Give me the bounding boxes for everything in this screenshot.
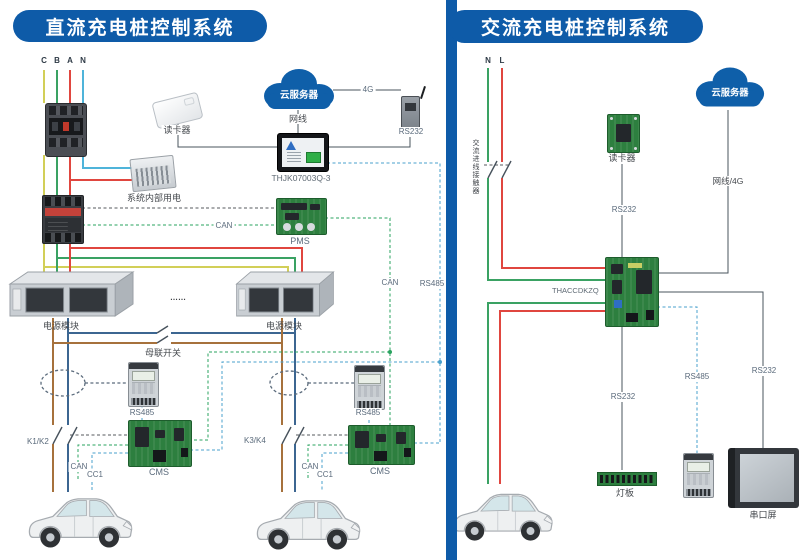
netline-label: 网线 — [286, 114, 310, 124]
energy-meter-3 — [683, 453, 714, 498]
logo-triangle-icon — [286, 141, 296, 150]
cms-label-1: CMS — [149, 467, 169, 477]
rs485-label-meter2: RS485 — [353, 408, 383, 418]
cms-board-2 — [348, 425, 415, 465]
rs232-label-lightboard: RS232 — [608, 392, 638, 402]
junction-dots — [388, 350, 442, 364]
energy-meter-1 — [128, 362, 159, 407]
can-label-branch1: CAN — [68, 462, 90, 472]
bus-tie-switch-label: 母联开关 — [144, 348, 182, 358]
ct-rings — [40, 369, 354, 397]
cloud-server-ac-label: 云服务器 — [712, 87, 750, 98]
breaker-terminals-top — [49, 106, 83, 115]
ac-inlet-contactor-label: 交流进线接触器 — [472, 139, 479, 195]
phase-label-c: C — [41, 56, 47, 65]
light-board-label: 灯板 — [615, 488, 635, 498]
gsm-modem-icon — [401, 86, 426, 130]
hmi-display-thjk — [277, 133, 329, 172]
cc1-label-branch1: CC1 — [84, 470, 106, 480]
contactor-terminals-top — [45, 197, 81, 206]
board-model-label: THACCDKZQ — [552, 286, 599, 295]
wire-4g-label: 4G — [360, 85, 376, 95]
dc-title-banner: 直流充电桩控制系统 — [13, 10, 267, 42]
pms-board — [276, 198, 327, 235]
ac-phase-label-l: L — [499, 56, 505, 65]
pms-label: PMS — [290, 236, 310, 246]
k12-label: K1/K2 — [27, 437, 49, 446]
power-module-2 — [235, 268, 335, 318]
breaker-trip-indicator — [62, 122, 69, 131]
ac-phase-label-n: N — [485, 56, 491, 65]
more-modules-dots: …… — [170, 293, 186, 302]
breaker-panel — [49, 118, 83, 135]
screen-text-lines — [287, 152, 301, 162]
power-module-1 — [8, 268, 135, 318]
cc1-label-branch2: CC1 — [314, 470, 336, 480]
rs485-label-meter1: RS485 — [127, 408, 157, 418]
electric-car-2 — [250, 490, 362, 552]
card-reader-dc-label: 读卡器 — [161, 125, 193, 135]
cloud-server-dc-icon: 云服务器 — [264, 69, 334, 109]
ac-phase-wires — [487, 68, 605, 484]
dc-phase-wires — [43, 70, 303, 272]
card-reader-module-ac — [607, 114, 640, 153]
electric-car-1 — [22, 488, 134, 550]
panel-divider-bar — [446, 0, 457, 560]
modem-rs232-label: RS232 — [396, 127, 426, 137]
k34-label: K3/K4 — [244, 436, 266, 445]
screen-green-button — [306, 152, 321, 163]
internal-power-supply-box — [129, 154, 177, 193]
card-reader-ac-label: 读卡器 — [608, 153, 636, 163]
electric-car-3 — [448, 484, 554, 543]
breaker-terminals-bottom — [49, 138, 83, 147]
display-model-label: THJK07003Q-3 — [271, 173, 331, 183]
can-label-contactor: CAN — [213, 221, 235, 231]
cloud-server-dc-label: 云服务器 — [280, 89, 319, 101]
switch-symbols — [52, 160, 512, 445]
breaker-window — [51, 122, 58, 131]
cloud-server-ac-icon: 云服务器 — [695, 67, 765, 107]
serial-screen-glass — [740, 454, 794, 502]
can-label-branch2: CAN — [299, 462, 321, 472]
breaker-window — [74, 122, 81, 131]
energy-meter-2 — [354, 365, 385, 410]
internal-power-label: 系统内部用电 — [126, 193, 182, 203]
net-4g-label: 网线/4G — [710, 176, 746, 186]
rs485-label-meter3: RS485 — [682, 372, 712, 382]
serial-port-screen — [728, 448, 799, 508]
contactor-terminals-bottom — [45, 233, 81, 242]
rs232-label-reader: RS232 — [609, 205, 639, 215]
serial-screen-label: 串口屏 — [749, 510, 777, 520]
can-label-vertical: CAN — [379, 278, 401, 288]
cms-label-2: CMS — [370, 466, 390, 476]
phase-label-a: A — [67, 56, 73, 65]
dashed-control-wires — [70, 162, 698, 491]
rs485-label-vertical: RS485 — [417, 279, 447, 289]
power-module-2-label: 电源模块 — [265, 321, 303, 331]
display-screen — [282, 138, 324, 167]
led-light-board — [597, 472, 657, 486]
ac-title-banner: 交流充电桩控制系统 — [448, 10, 703, 43]
contactor-red-band — [45, 208, 81, 216]
power-module-1-label: 电源模块 — [42, 321, 80, 331]
phase-label-n: N — [80, 56, 86, 65]
circuit-breaker — [45, 103, 87, 157]
contactor-body — [45, 218, 81, 232]
rs232-label-screen: RS232 — [749, 366, 779, 376]
phase-label-b: B — [54, 56, 60, 65]
dc-main-contactor — [42, 195, 84, 244]
cms-board-1 — [128, 420, 192, 467]
thaccdkzq-board — [605, 257, 659, 327]
